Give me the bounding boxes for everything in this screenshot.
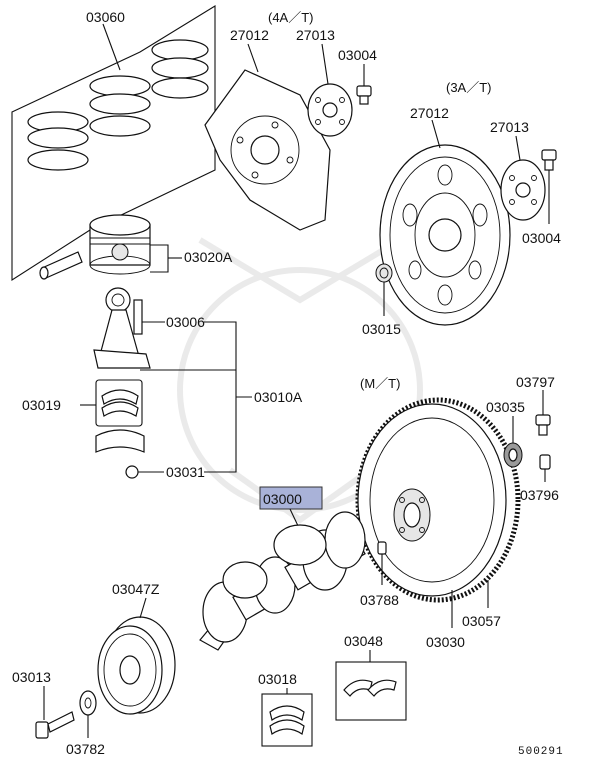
label-crankshaft[interactable]: 03000	[263, 491, 302, 507]
piston-and-pin[interactable]	[39, 214, 182, 280]
label-rod-assy[interactable]: 03010A	[254, 389, 303, 405]
rod-nut	[125, 465, 139, 479]
dowel-pin[interactable]	[539, 454, 551, 482]
bolt-4at[interactable]	[356, 64, 372, 105]
label-crank-pin[interactable]: 03788	[360, 592, 399, 608]
flywheel-bolt[interactable]	[535, 390, 551, 436]
label-washer[interactable]: 03782	[66, 741, 105, 757]
label-rod-bearing[interactable]: 03019	[22, 397, 61, 413]
pulley-bolt[interactable]	[35, 686, 75, 739]
flywheel-mt[interactable]	[355, 397, 521, 628]
label-flywheel[interactable]: 03030	[426, 634, 465, 650]
ring-stack-left	[27, 111, 89, 171]
ring-stack-middle	[89, 75, 151, 137]
label-ring-gear[interactable]: 03057	[462, 613, 501, 629]
watermark-emblem	[177, 237, 423, 524]
pilot-bearing[interactable]	[503, 416, 523, 468]
connecting-rod[interactable]	[93, 287, 165, 369]
label-rod-nut[interactable]: 03031	[166, 464, 205, 480]
label-main-bearing[interactable]: 03018	[258, 671, 297, 687]
label-rings[interactable]: 03060	[86, 9, 125, 25]
rod-bearing[interactable]	[80, 379, 143, 427]
adapter-plate-4at[interactable]	[307, 43, 353, 137]
bracket-rod-assy	[140, 321, 252, 473]
rod-cap	[95, 429, 164, 479]
thrust-washers[interactable]	[335, 650, 407, 721]
label-bolt-4at[interactable]: 03004	[338, 47, 377, 63]
label-rod-bolt[interactable]: 03006	[166, 314, 205, 330]
label-adapter-4at[interactable]: 27013	[296, 27, 335, 43]
adapter-plate-3at[interactable]	[500, 135, 546, 221]
note-mt: (M／T)	[360, 376, 400, 391]
rod-bolt	[133, 299, 143, 335]
drive-plate-3at[interactable]	[379, 119, 511, 326]
note-4at: (4A／T)	[268, 10, 314, 25]
label-pilot-bearing[interactable]: 03035	[486, 399, 525, 415]
label-piston[interactable]: 03020A	[184, 249, 233, 265]
crank-pin[interactable]	[377, 541, 387, 585]
label-bushing-3at[interactable]: 03015	[362, 321, 401, 337]
note-3at: (3A／T)	[446, 80, 492, 95]
label-plate-3at[interactable]: 27012	[410, 105, 449, 121]
ring-gear-teeth	[355, 397, 521, 603]
figure-number: 500291	[518, 746, 564, 758]
label-pulley[interactable]: 03047Z	[112, 581, 160, 597]
ring-stack-right	[151, 39, 209, 99]
highlight-box	[259, 486, 323, 510]
label-adapter-3at[interactable]: 27013	[490, 119, 529, 135]
label-thrust[interactable]: 03048	[344, 633, 383, 649]
bushing-3at[interactable]	[375, 263, 393, 316]
drive-plate-4at[interactable]	[204, 43, 331, 231]
label-dowel[interactable]: 03796	[520, 487, 559, 503]
bolt-3at[interactable]	[541, 149, 557, 224]
washer[interactable]	[79, 690, 97, 738]
label-bolt-3at[interactable]: 03004	[522, 230, 561, 246]
label-pulley-bolt[interactable]: 03013	[12, 669, 51, 685]
crank-pulley[interactable]	[97, 597, 176, 715]
main-bearing[interactable]	[261, 688, 313, 747]
label-flywheel-bolt[interactable]: 03797	[516, 374, 555, 390]
crankshaft[interactable]	[199, 511, 366, 651]
label-plate-4at[interactable]: 27012	[230, 27, 269, 43]
rings-box-outline	[11, 5, 216, 282]
leader-rings	[102, 23, 121, 71]
piston-rings-group[interactable]	[11, 5, 216, 282]
crankshaft-label-highlight[interactable]: 03000	[259, 486, 323, 510]
